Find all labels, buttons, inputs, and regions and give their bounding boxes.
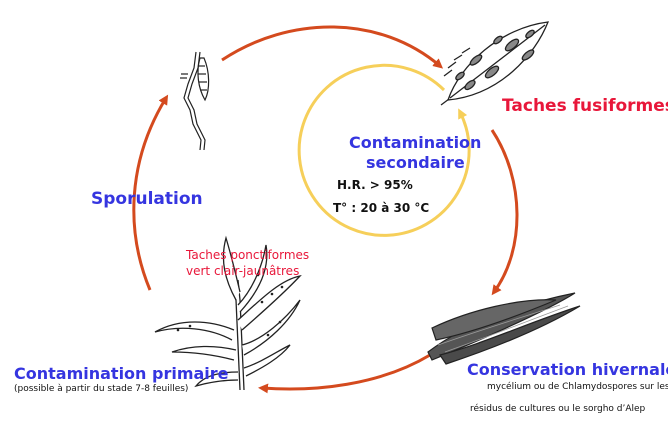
label-conservation-note-2: résidus de cultures ou le sorgho d’Alep — [470, 404, 646, 414]
label-sporulation: Sporulation — [91, 189, 203, 209]
maize-plant-icon — [154, 235, 302, 391]
label-primaire-note: (possible à partir du stade 7-8 feuilles… — [14, 384, 189, 394]
label-contamination-secondaire-2: secondaire — [366, 153, 465, 172]
label-contamination-secondaire-1: Contamination — [349, 133, 482, 152]
crop-residue-icon — [427, 292, 581, 365]
label-taches-fusiformes: Taches fusiformes — [502, 96, 668, 116]
infected-leaf-icon — [440, 21, 550, 106]
cycle-arrow-left — [132, 94, 169, 291]
cycle-arrow-right — [490, 129, 519, 296]
label-conservation-hivernale: Conservation hivernale — [467, 360, 668, 379]
label-taches-ponctiformes: Taches ponctiformes — [186, 248, 310, 262]
label-vert-clair: vert clair-jaunâtres — [186, 264, 300, 278]
cycle-arrow-bottom — [258, 353, 431, 394]
label-contamination-primaire: Contamination primaire — [14, 364, 229, 383]
spore-icon — [180, 51, 210, 151]
label-humidity: H.R. > 95% — [337, 178, 413, 192]
secondary-cycle-circle — [297, 63, 471, 237]
cycle-arrow-top — [221, 25, 444, 69]
label-temperature: T° : 20 à 30 °C — [333, 201, 430, 215]
label-conservation-note-1: mycélium ou de Chlamydospores sur les — [487, 382, 668, 392]
